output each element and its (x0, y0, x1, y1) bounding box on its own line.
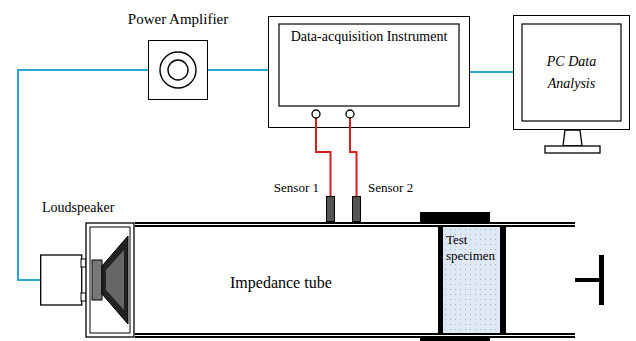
instrument-box: Data-acquisition Instrument (268, 16, 470, 128)
node-label: Sensor 1 (274, 180, 319, 196)
sensor: Sensor 2 (352, 196, 361, 222)
input-socket (312, 110, 320, 118)
sensor-wire (349, 118, 351, 128)
monitor-display (522, 24, 621, 121)
monitor-stand (563, 130, 582, 146)
plunger-handle (599, 255, 604, 305)
node-label: Loudspeaker (42, 200, 114, 217)
speaker-frame (86, 223, 134, 337)
speaker-magnet (41, 255, 82, 305)
speaker-terminal (81, 259, 86, 267)
speaker-terminal (81, 293, 86, 301)
voice-coil (92, 260, 102, 300)
loudspeaker: Loudspeaker (40, 222, 135, 338)
sensor-wire (315, 118, 317, 128)
signal-cable (470, 71, 513, 73)
signal-cable (350, 128, 357, 196)
sensor: Sensor 1 (326, 196, 335, 222)
shape-art (149, 41, 207, 99)
amplifier-dial (160, 52, 196, 88)
holder-flange (420, 338, 490, 341)
node-label: Sensor 2 (368, 180, 413, 196)
amplifier-box: Power Amplifier (148, 40, 208, 100)
node-label: Test specimen (446, 232, 497, 265)
node-label: PC Data Analysis (540, 50, 604, 95)
amplifier-dial (168, 60, 188, 80)
input-socket (346, 110, 354, 118)
instrument-panel (279, 24, 459, 106)
node-label: Data-acquisition Instrument (291, 29, 448, 46)
impedance-tube: Impedance tube Test specimen (135, 222, 575, 338)
shape-art (514, 16, 629, 129)
node-label: Impedance tube (230, 273, 332, 292)
shape-art (40, 222, 135, 338)
monitor-base (545, 146, 600, 153)
monitor-screen: PC Data Analysis (513, 15, 630, 130)
signal-cable (208, 69, 268, 71)
speaker-cone (106, 250, 124, 310)
speaker-frame (90, 227, 130, 333)
speaker-cone (102, 236, 128, 324)
node-label: Power Amplifier (128, 10, 228, 28)
holder-flange (420, 212, 490, 222)
test-specimen: Test specimen (438, 227, 506, 333)
